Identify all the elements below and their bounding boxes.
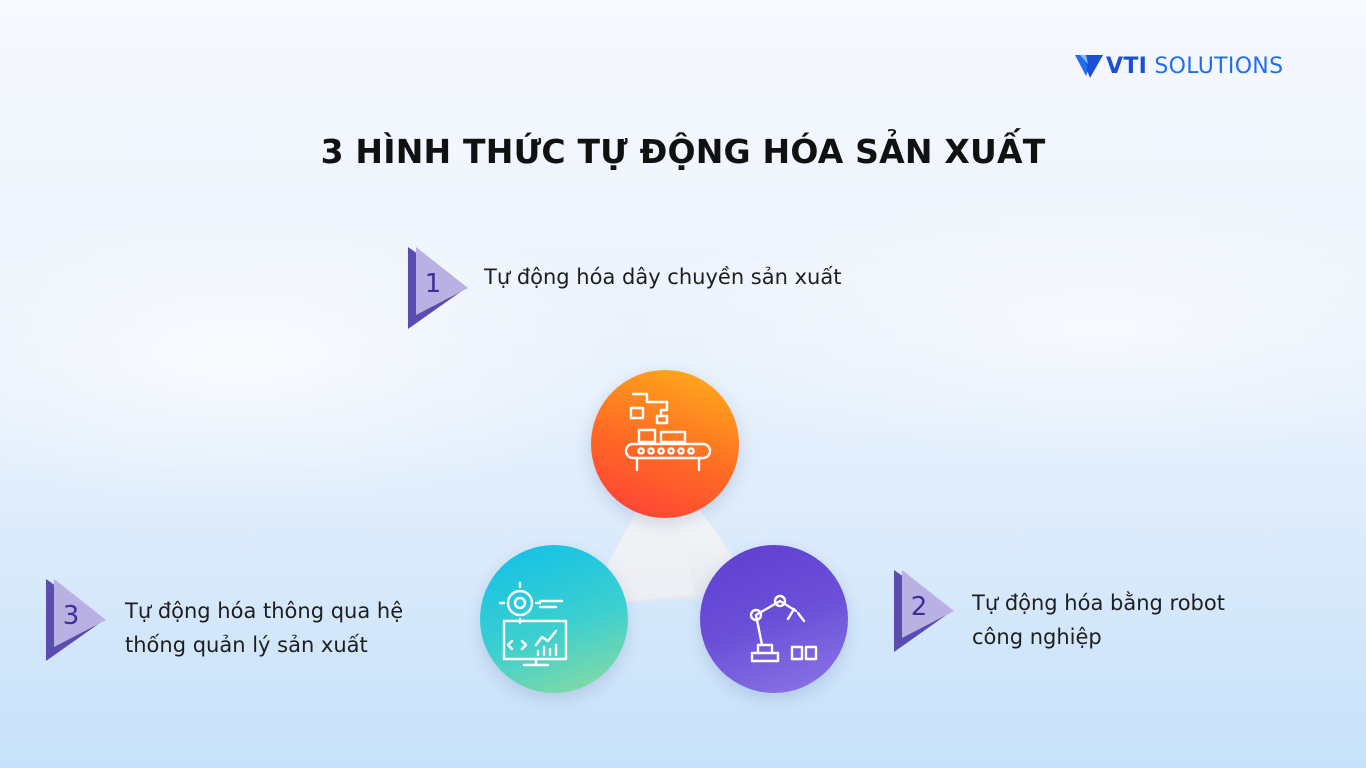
step-marker-2: 2 (894, 570, 958, 652)
robot-circle (700, 545, 848, 693)
automation-cycle-diagram (470, 360, 870, 700)
triangle-marker-icon (46, 579, 106, 661)
logo-text: VTI SOLUTIONS (1106, 53, 1284, 79)
page-title: 3 HÌNH THỨC TỰ ĐỘNG HÓA SẢN XUẤT (320, 132, 1046, 171)
step-number: 1 (424, 269, 442, 299)
conveyor-belt-icon (624, 392, 712, 472)
triangle-marker-icon (408, 247, 468, 329)
vti-logo-mark-icon (1075, 55, 1103, 78)
vti-solutions-logo: VTI SOLUTIONS (1074, 50, 1283, 82)
management-dashboard-icon (498, 581, 568, 667)
step-marker-3: 3 (46, 579, 110, 661)
step-label-1: Tự động hóa dây chuyền sản xuất (484, 265, 842, 289)
step-number: 2 (910, 592, 928, 622)
triangle-marker-icon (894, 570, 954, 652)
step-marker-1: 1 (408, 247, 472, 329)
management-circle (480, 545, 628, 693)
conveyor-circle (591, 370, 739, 518)
robot-arm-icon (749, 594, 818, 663)
step-number: 3 (62, 601, 80, 631)
